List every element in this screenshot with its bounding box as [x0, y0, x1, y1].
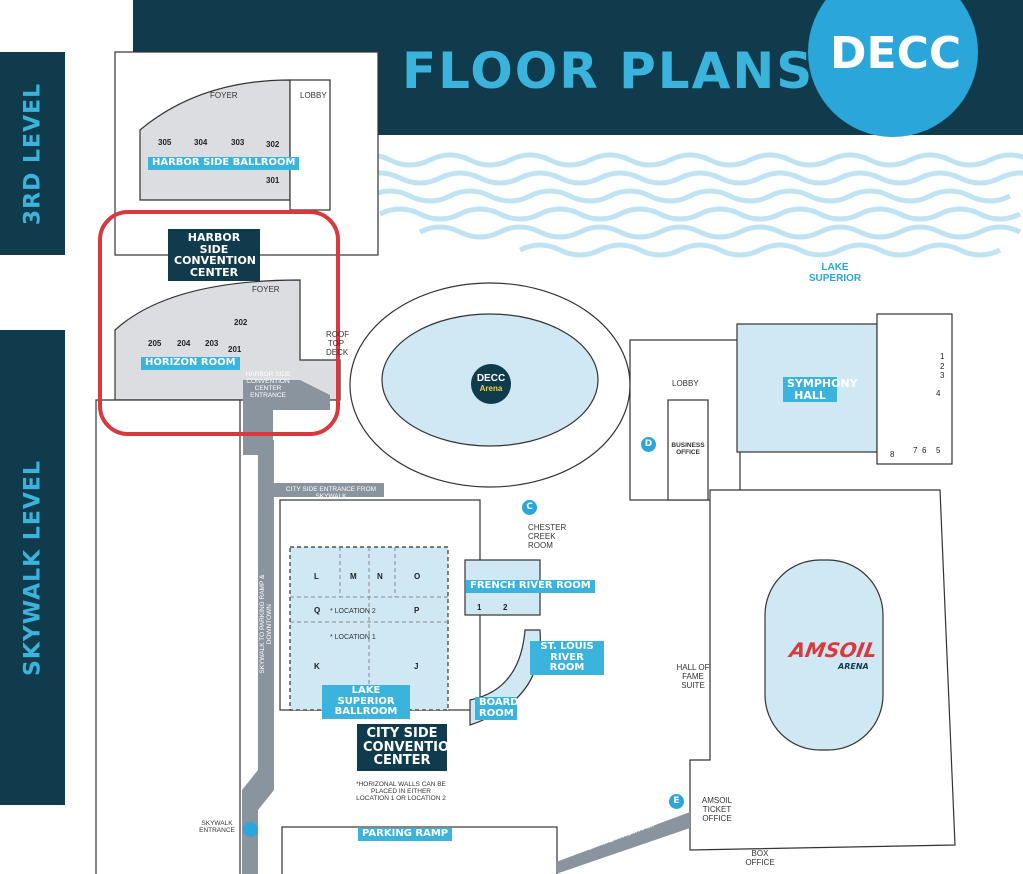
decc-arena-name: DECC: [476, 373, 506, 384]
city-side-entrance-label: CITY SIDE ENTRANCE FROM SKYWALK: [285, 486, 377, 501]
section-l: L: [314, 572, 319, 581]
ticket-office-label[interactable]: AMSOIL TICKET OFFICE: [701, 796, 733, 823]
skywalk-corridor-label: SKYWALK TO PARKING RAMP & DOWNTOWN: [258, 574, 273, 674]
symphony-room-8: 8: [890, 450, 895, 459]
lake-superior-ballroom-label[interactable]: LAKE SUPERIOR BALLROOM: [322, 685, 410, 719]
lake-waves: [348, 152, 1023, 258]
skywalk-corridors: [242, 380, 690, 874]
skywalk-corridor: [258, 440, 274, 770]
room-305[interactable]: 305: [158, 138, 172, 147]
entrance-c-pin[interactable]: C: [522, 500, 537, 515]
symphony-room-2: 2: [940, 362, 945, 371]
skywalk-entrance-label: SKYWALK ENTRANCE: [199, 820, 235, 835]
symphony-room-4: 4: [936, 389, 941, 398]
harbor-foyer-label: FOYER: [252, 285, 280, 294]
box-office-label[interactable]: BOX OFFICE: [745, 849, 775, 867]
decc-logo-text: DECC: [830, 28, 962, 79]
third-level-label: 3RD LEVEL: [0, 52, 65, 255]
section-j: J: [414, 662, 419, 671]
ballroom-dividers: [290, 547, 448, 710]
french-river-room[interactable]: FRENCH RIVER ROOM: [466, 580, 595, 593]
skywalk-entrance-pin[interactable]: [243, 822, 258, 837]
third-level-lobby: [289, 79, 331, 211]
amsoil-rink: [764, 559, 884, 751]
entrance-e-pin[interactable]: E: [669, 794, 684, 809]
french-river-2: 2: [503, 603, 508, 612]
room-303[interactable]: 303: [231, 138, 245, 147]
skywalk-level-label: SKYWALK LEVEL: [0, 330, 65, 805]
room-204[interactable]: 204: [177, 339, 191, 348]
parking-ramp-label[interactable]: PARKING RAMP: [358, 828, 453, 841]
room-203[interactable]: 203: [205, 339, 219, 348]
location-1-label: * LOCATION 1: [330, 634, 376, 641]
harbor-entrance-label: HARBOR SIDE CONVENTION CENTER ENTRANCE: [245, 371, 291, 400]
third-foyer-label: FOYER: [210, 91, 238, 100]
board-room[interactable]: BOARD ROOM: [475, 697, 519, 720]
skywalk-from-ramp: [556, 812, 690, 874]
room-201[interactable]: 201: [228, 345, 242, 354]
harbor-side-title: HARBOR SIDE CONVENTION CENTER: [168, 229, 260, 282]
roof-deck-label: ROOF TOP DECK: [326, 330, 350, 357]
section-m: M: [350, 572, 357, 581]
harbor-entrance-area: [243, 380, 330, 410]
city-side-title: CITY SIDE CONVENTION CENTER: [357, 724, 460, 771]
symphony-hall-label[interactable]: SYMPHONY HALL: [783, 377, 858, 403]
section-o: O: [414, 572, 421, 581]
room-304[interactable]: 304: [194, 138, 208, 147]
decc-arena-badge[interactable]: [471, 364, 511, 404]
business-office: [667, 399, 709, 501]
horizontal-walls-note: *HORIZONAL WALLS CAN BE PLACED IN EITHER…: [356, 781, 446, 803]
lake-superior-label: LAKE SUPERIOR: [808, 262, 862, 284]
symphony-room-1: 1: [940, 352, 945, 361]
decc-logo: [808, 0, 978, 137]
skywalk-west-building: [95, 399, 241, 874]
symphony-room-7: 7: [913, 446, 918, 455]
decc-arena-sub: Arena: [479, 384, 503, 393]
symphony-backstage: [876, 313, 953, 465]
business-office-label[interactable]: BUSINESS OFFICE: [671, 442, 705, 457]
amsoil-logo: AMSOIL: [787, 638, 880, 662]
st-louis-river-room[interactable]: ST. LOUIS RIVER ROOM: [530, 641, 604, 675]
french-river-1: 1: [477, 603, 482, 612]
city-side-entrance-corridor: [274, 483, 384, 497]
skywalk-corridor-lower: [242, 770, 274, 874]
horizon-room[interactable]: HORIZON ROOM: [141, 357, 240, 370]
page-title: FLOOR PLANS: [402, 42, 815, 100]
arena-lobby-label: LOBBY: [672, 379, 699, 388]
section-q: Q: [314, 606, 321, 615]
section-n: N: [377, 572, 383, 581]
entrance-d-pin[interactable]: D: [641, 437, 656, 452]
symphony-room-5: 5: [936, 446, 941, 455]
highlight-outline: [98, 210, 340, 436]
harbor-side-building: [114, 279, 341, 401]
room-301[interactable]: 301: [266, 176, 280, 185]
location-2-label: * LOCATION 2: [330, 608, 376, 615]
section-p: P: [414, 606, 420, 615]
chester-creek-label[interactable]: CHESTER CREEK ROOM: [528, 523, 567, 550]
room-205[interactable]: 205: [148, 339, 162, 348]
room-302[interactable]: 302: [266, 140, 280, 149]
harbor-side-ballroom[interactable]: HARBOR SIDE BALLROOM: [148, 157, 300, 170]
section-k: K: [314, 662, 320, 671]
symphony-room-6: 6: [922, 446, 927, 455]
third-lobby-label: LOBBY: [300, 91, 327, 100]
amsoil-logo-sub: ARENA: [838, 662, 869, 671]
symphony-room-3: 3: [940, 371, 945, 380]
hall-of-fame-label[interactable]: HALL OF FAME SUITE: [676, 663, 710, 690]
room-202[interactable]: 202: [234, 318, 248, 327]
